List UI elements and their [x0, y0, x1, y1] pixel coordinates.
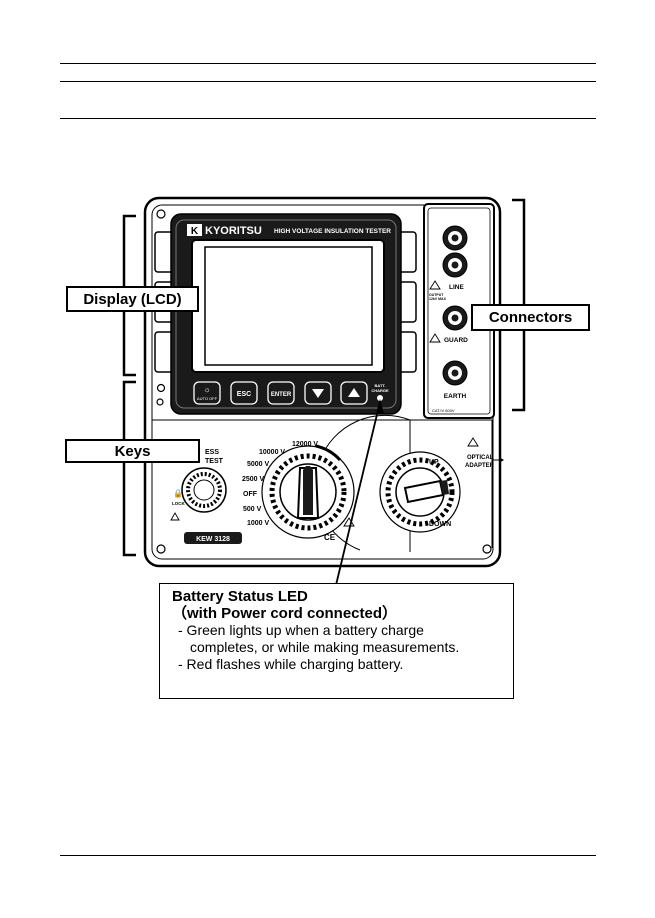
optical-label: OPTICAL — [467, 455, 494, 461]
up-arrow-icon — [348, 388, 360, 397]
range-off: OFF — [243, 491, 258, 498]
sun-icon: ☼ — [203, 385, 210, 394]
note-line-3: - Red flashes while charging battery. — [178, 656, 404, 672]
range-500v: 500 V — [243, 506, 262, 513]
connectors-callout: Connectors — [471, 304, 590, 331]
lock-label: LOCK — [172, 501, 185, 506]
model-label: KEW 3128 — [196, 536, 230, 543]
output-label: OUTPUT — [429, 293, 444, 297]
press-label: ESS — [205, 449, 219, 456]
adapter-label: ADAPTER — [465, 463, 495, 469]
arrow-up-icon — [376, 399, 384, 414]
svg-text:K: K — [191, 226, 199, 237]
warning-icon — [429, 280, 441, 290]
line-label: LINE — [449, 284, 464, 291]
warning-icon — [429, 333, 441, 343]
kyoritsu-logo-icon — [187, 224, 202, 236]
lcd-display — [204, 246, 373, 366]
battery-status-note: Battery Status LED （with Power cord conn… — [159, 583, 514, 699]
down-arrow-icon — [312, 389, 324, 398]
keys-callout: Keys — [65, 439, 200, 463]
output-max-label: 12kV MAX — [429, 297, 447, 301]
esc-label: ESC — [237, 391, 251, 398]
led-leader-line — [335, 401, 381, 586]
enter-label: ENTER — [271, 392, 292, 398]
range-1000v: 1000 V — [247, 520, 270, 527]
model-line-label: HIGH VOLTAGE INSULATION TESTER — [274, 228, 391, 235]
earth-label: EARTH — [444, 393, 467, 400]
up-label: UP — [429, 459, 439, 466]
cat-label: CAT.IV 600V — [432, 408, 455, 413]
optical-adapter-knob[interactable] — [379, 451, 461, 533]
keys-bracket — [122, 380, 136, 557]
brand-label: KYORITSU — [205, 225, 262, 237]
earth-terminal — [442, 360, 468, 386]
range-5000v: 5000 V — [247, 461, 270, 468]
guard-label: GUARD — [444, 337, 468, 344]
model-plate — [184, 532, 242, 544]
range-12000v: 12000 V — [292, 441, 318, 448]
auto-off-key[interactable] — [193, 381, 221, 405]
top-rule-3 — [60, 118, 596, 119]
note-line-2: completes, or while making measurements. — [190, 639, 460, 655]
note-line-1: - Green lights up when a battery charge — [178, 622, 424, 638]
front-panel-inner-edge — [175, 219, 397, 409]
range-2500v: 2500 V — [242, 476, 265, 483]
range-10000v: 10000 V — [259, 449, 285, 456]
warning-icon — [170, 512, 180, 521]
enter-key[interactable] — [267, 381, 295, 405]
test-label: TEST — [205, 458, 224, 465]
auto-off-label: AUTO OFF — [197, 396, 218, 401]
press-test-knob[interactable] — [181, 467, 227, 513]
arrow-right-icon — [499, 457, 504, 463]
lock-icon: 🔒 — [173, 489, 183, 498]
top-rule-2 — [60, 81, 596, 82]
down-label: DOWN — [429, 521, 451, 528]
display-callout: Display (LCD) — [66, 286, 199, 312]
bottom-rule — [60, 855, 596, 856]
battery-status-led — [377, 395, 383, 401]
ce-mark: CE — [324, 533, 336, 542]
note-subtitle: （with Power cord connected） — [172, 605, 398, 622]
esc-key[interactable] — [230, 381, 258, 405]
line-terminals — [442, 225, 468, 278]
keys-row: ☼ AUTO OFF ESC ENTER BATT. CHARGE — [193, 381, 389, 405]
note-title: Battery Status LED — [172, 588, 308, 605]
range-selector-dial[interactable] — [261, 444, 355, 539]
guard-terminal — [442, 305, 468, 331]
warning-icon — [467, 437, 479, 447]
charge-label: CHARGE — [371, 388, 389, 393]
top-rule-1 — [60, 63, 596, 64]
batt-label: BATT. — [374, 383, 385, 388]
